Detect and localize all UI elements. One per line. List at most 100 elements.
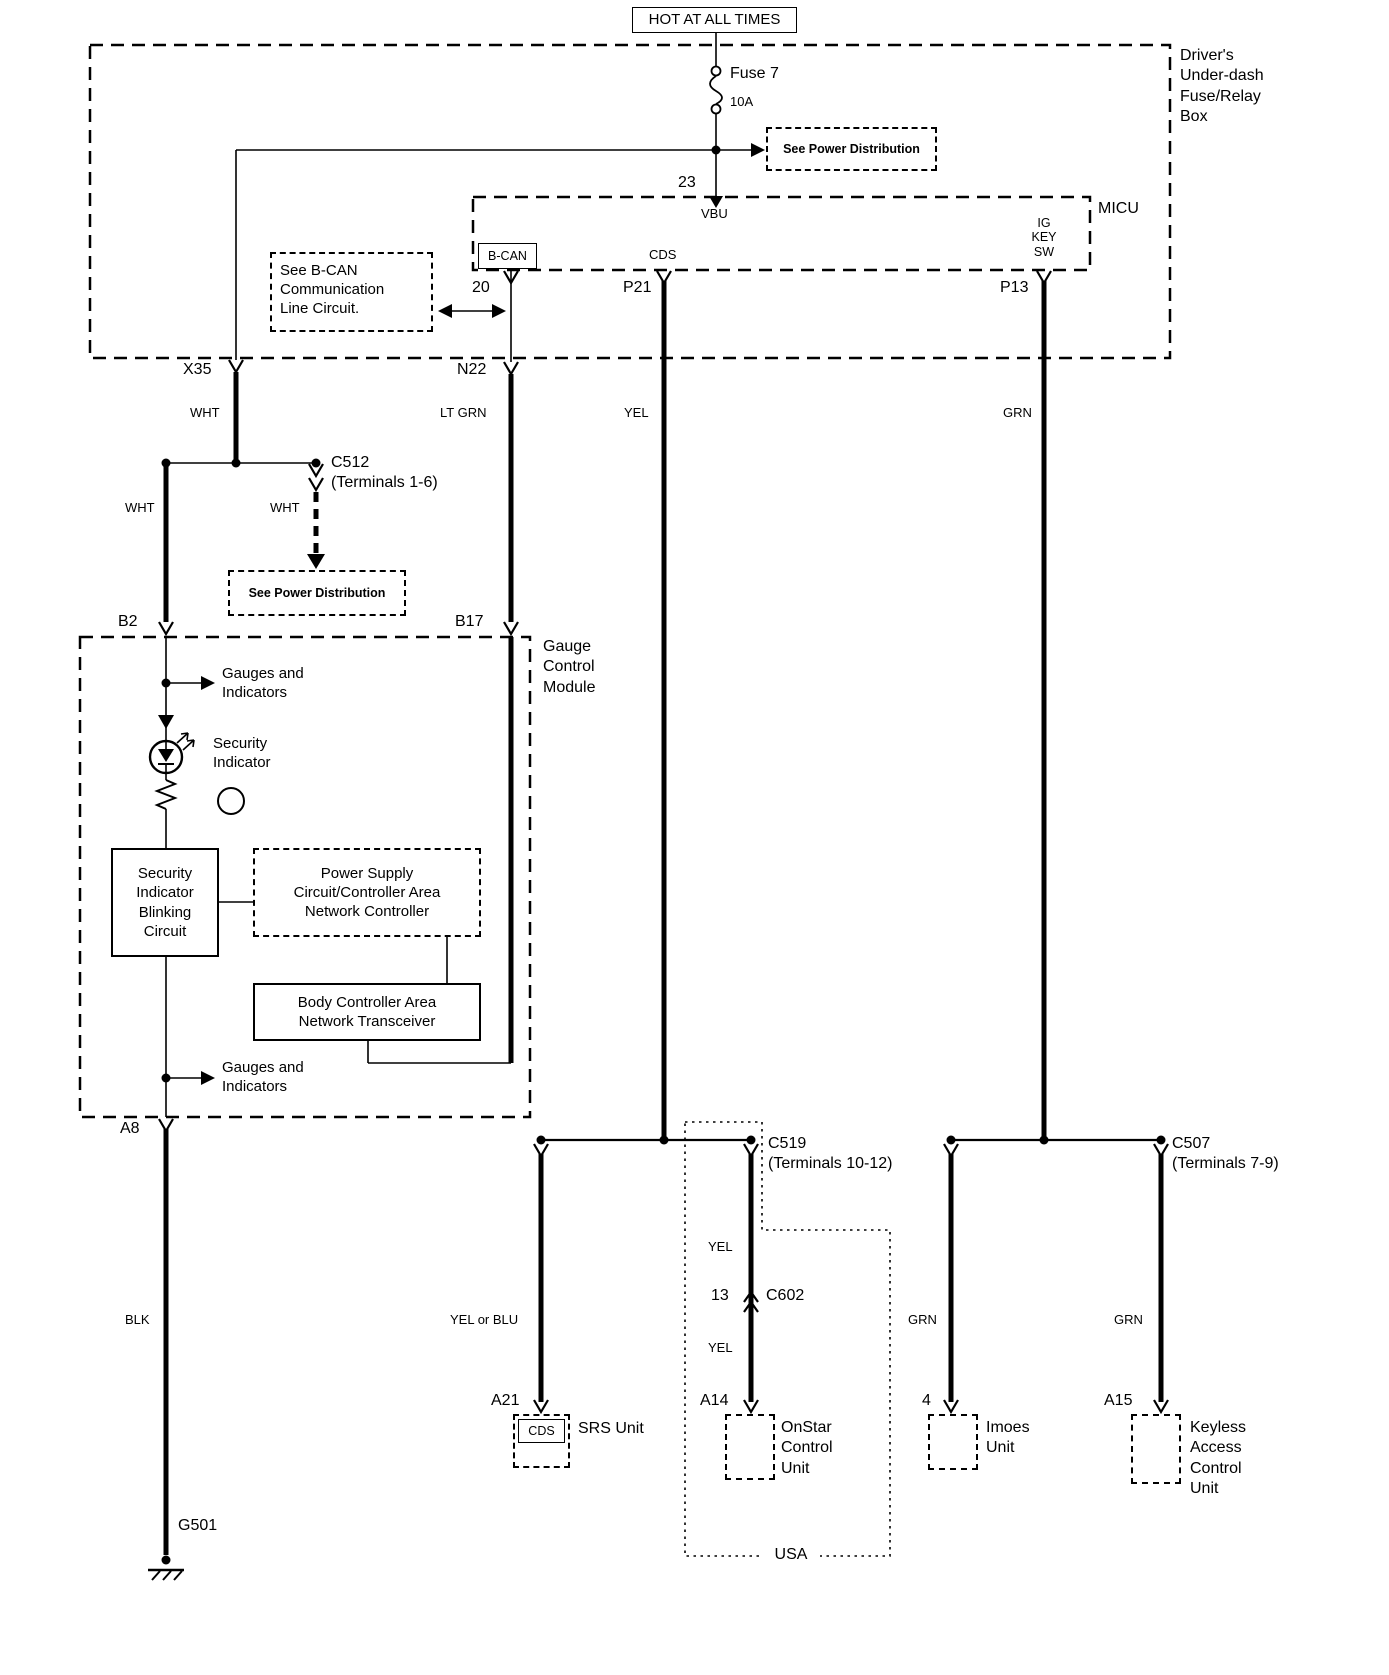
wht-c512-label: WHT bbox=[270, 500, 300, 515]
p13-label: P13 bbox=[1000, 279, 1029, 296]
chevron-n22 bbox=[503, 361, 519, 377]
see-bcan-note-label: See B-CAN Communication Line Circuit. bbox=[280, 262, 385, 318]
gauges-indicators-top-label: Gauges and Indicators bbox=[222, 665, 304, 702]
chevron-a15 bbox=[1153, 1399, 1169, 1415]
indicator-lamp-icon bbox=[217, 787, 245, 815]
yel-upper-label: YEL bbox=[708, 1239, 733, 1254]
c507-label: C507 (Terminals 7-9) bbox=[1172, 1135, 1279, 1173]
arrow-wire-down bbox=[158, 715, 174, 729]
srs-unit-box bbox=[513, 1414, 570, 1468]
wht-b2-label: WHT bbox=[125, 500, 155, 515]
imoes-unit-label: Imoes Unit bbox=[986, 1419, 1030, 1457]
led-icon bbox=[148, 732, 195, 775]
chevron-c507-left bbox=[943, 1143, 959, 1159]
n22-label: N22 bbox=[457, 361, 487, 378]
gauge-control-module-outline bbox=[78, 635, 532, 1119]
junction-dots bbox=[161, 145, 1166, 1145]
see-power-distribution-box-2: See Power Distribution bbox=[228, 570, 406, 616]
arrow-c512-down bbox=[307, 554, 325, 569]
hot-at-all-times-box: HOT AT ALL TIMES bbox=[632, 7, 797, 33]
blinking-circuit-label: Security Indicator Blinking Circuit bbox=[136, 865, 194, 940]
chevron-a21 bbox=[533, 1399, 549, 1415]
g501-label: G501 bbox=[178, 1517, 218, 1534]
see-power-distribution-label-1: See Power Distribution bbox=[783, 142, 920, 156]
cds-tag-label: CDS bbox=[528, 1424, 555, 1438]
arrow-bcan-left bbox=[438, 304, 452, 318]
transceiver-label: Body Controller Area Network Transceiver bbox=[297, 993, 437, 1030]
pin-20-label: 20 bbox=[472, 279, 490, 296]
body-can-transceiver-box: Body Controller Area Network Transceiver bbox=[253, 983, 481, 1041]
b17-label: B17 bbox=[455, 613, 484, 630]
lt-grn-label: LT GRN bbox=[440, 405, 487, 420]
chevron-x35 bbox=[228, 359, 244, 375]
a8-label: A8 bbox=[120, 1120, 140, 1137]
hot-label: HOT AT ALL TIMES bbox=[648, 11, 781, 29]
pin-4-label: 4 bbox=[922, 1392, 931, 1409]
chevron-pin20 bbox=[503, 270, 519, 286]
arrow-gauges-bottom bbox=[201, 1071, 215, 1085]
fuse-rating-label: 10A bbox=[730, 94, 754, 109]
micu-label: MICU bbox=[1098, 200, 1139, 217]
onstar-unit-label: OnStar Control Unit bbox=[781, 1419, 833, 1477]
see-power-distribution-box-1: See Power Distribution bbox=[766, 127, 937, 171]
security-indicator-blinking-circuit-box: Security Indicator Blinking Circuit bbox=[111, 848, 219, 957]
bcan-terminal-label: B-CAN bbox=[488, 249, 527, 263]
chevron-p13 bbox=[1036, 270, 1052, 286]
gauge-module-label: Gauge Control Module bbox=[543, 638, 596, 696]
security-indicator-label: Security Indicator bbox=[213, 735, 271, 772]
power-supply-can-controller-box: Power Supply Circuit/Controller Area Net… bbox=[253, 848, 481, 937]
usa-label: USA bbox=[762, 1543, 820, 1567]
yel-p21-label: YEL bbox=[624, 405, 649, 420]
grn-imoes-label: GRN bbox=[908, 1312, 937, 1327]
arrow-gauges-top bbox=[201, 676, 215, 690]
x35-label: X35 bbox=[183, 361, 212, 378]
chevron-b17 bbox=[503, 621, 519, 637]
chevron-c507-right bbox=[1153, 1143, 1169, 1159]
fuse-relay-box-outline bbox=[88, 43, 1172, 360]
power-supply-label: Power Supply Circuit/Controller Area Net… bbox=[293, 864, 441, 921]
chevron-c519-left bbox=[533, 1143, 549, 1159]
keyless-unit-label: Keyless Access Control Unit bbox=[1190, 1419, 1247, 1498]
micu-cds-label: CDS bbox=[649, 247, 677, 262]
blk-label: BLK bbox=[125, 1312, 150, 1327]
chevron-a8 bbox=[158, 1118, 174, 1134]
onstar-unit-box bbox=[725, 1414, 775, 1480]
ground-icon bbox=[148, 1555, 184, 1581]
thick-wires bbox=[163, 281, 1164, 1555]
fuse-icon bbox=[709, 65, 723, 115]
imoes-unit-box bbox=[928, 1414, 978, 1470]
micu-box-outline bbox=[471, 195, 1092, 272]
chevron-pin4 bbox=[943, 1399, 959, 1415]
arrow-to-power-distribution bbox=[751, 143, 765, 157]
chevron-c519-right bbox=[743, 1143, 759, 1159]
resistor-icon bbox=[154, 779, 178, 810]
chevron-c512 bbox=[308, 463, 324, 493]
see-power-distribution-label-2: See Power Distribution bbox=[248, 586, 386, 600]
p21-label: P21 bbox=[623, 279, 652, 296]
yel-lower-label: YEL bbox=[708, 1340, 733, 1355]
pin-13-label: 13 bbox=[711, 1287, 729, 1304]
fuse-relay-box-label: Driver's Under-dash Fuse/Relay Box bbox=[1180, 47, 1264, 126]
arrow-vbu bbox=[709, 196, 723, 208]
usa-region-outline bbox=[684, 1121, 891, 1557]
connector-chevrons bbox=[158, 270, 1169, 1415]
c519-label: C519 (Terminals 10-12) bbox=[768, 1135, 893, 1173]
see-bcan-note-box: See B-CAN Communication Line Circuit. bbox=[270, 252, 433, 332]
srs-unit-label: SRS Unit bbox=[578, 1420, 644, 1437]
cds-tag-box: CDS bbox=[518, 1419, 565, 1443]
yel-or-blu-label: YEL or BLU bbox=[450, 1312, 519, 1327]
chevron-p21 bbox=[656, 270, 672, 286]
a21-label: A21 bbox=[491, 1392, 520, 1409]
a14-label: A14 bbox=[700, 1392, 729, 1409]
wht-x35-label: WHT bbox=[190, 405, 220, 420]
bcan-terminal-box: B-CAN bbox=[478, 243, 537, 269]
vbu-label: VBU bbox=[701, 206, 728, 221]
grn-keyless-label: GRN bbox=[1114, 1312, 1143, 1327]
c602-label: C602 bbox=[766, 1287, 805, 1304]
gauges-indicators-bottom-label: Gauges and Indicators bbox=[222, 1059, 304, 1096]
pin-23-label: 23 bbox=[678, 174, 696, 191]
keyless-unit-box bbox=[1131, 1414, 1181, 1484]
container-boxes bbox=[78, 43, 1172, 1119]
